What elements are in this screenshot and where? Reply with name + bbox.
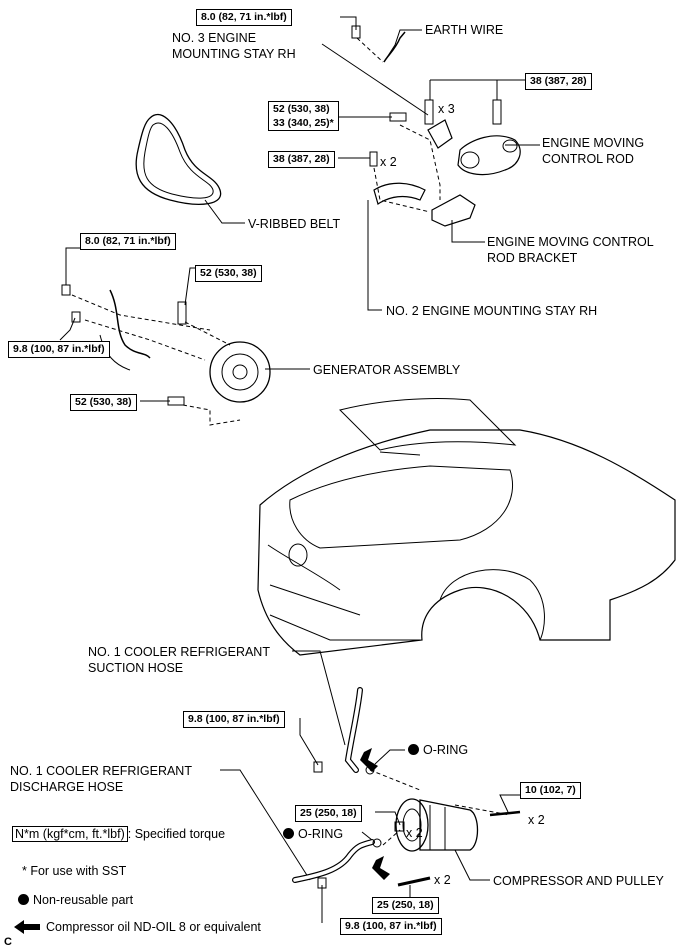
generator-shape: [209, 341, 271, 403]
legend-nonreusable-text: Non-reusable part: [33, 893, 134, 907]
label-no3-stay-2: MOUNTING STAY RH: [172, 47, 296, 61]
leader-earth-bolt: [340, 16, 357, 30]
dash-comp2: [382, 829, 401, 846]
label-emcrb-1: ENGINE MOVING CONTROL: [487, 235, 654, 249]
dash-stay1: [399, 124, 441, 200]
legend-sst: * For use with SST: [22, 864, 127, 878]
legend-oil: Compressor oil ND-OIL 8 or equivalent: [46, 920, 261, 934]
label-suction-1: NO. 1 COOLER REFRIGERANT: [88, 645, 270, 659]
label-emcrb-2: ROD BRACKET: [487, 251, 578, 265]
control-rod-shape: [457, 135, 521, 176]
torque-discharge-bolt: 9.8 (100, 87 in.*lbf): [340, 918, 442, 935]
label-emcr-2: CONTROL ROD: [542, 152, 634, 166]
legend-torque: N*m (kgf*cm, ft.*lbf): Specified torque: [12, 826, 226, 842]
label-suction-2: SUCTION HOSE: [88, 661, 184, 675]
dash-comp1: [369, 769, 421, 791]
legend-arrow-icon: [14, 920, 40, 934]
leader-vbelt: [204, 199, 245, 224]
v-ribbed-belt-shape: [135, 113, 222, 205]
earth-wire-shape: [383, 31, 406, 63]
torque-gen-lower: 52 (530, 38): [70, 394, 137, 411]
label-oring-bottom-text: O-RING: [298, 827, 344, 841]
dash-gen1: [71, 294, 211, 331]
label-emcr-1: ENGINE MOVING: [542, 136, 645, 150]
label-no2-stay: NO. 2 ENGINE MOUNTING STAY RH: [386, 304, 598, 318]
nonreusable-dot-icon: [283, 828, 294, 839]
legend-torque-desc: : Specified torque: [127, 827, 226, 841]
mult-nut: x 2: [406, 826, 423, 840]
legend-nonreusable: Non-reusable part: [18, 893, 133, 907]
label-discharge-2: DISCHARGE HOSE: [10, 780, 124, 794]
torque-gen-nut: 9.8 (100, 87 in.*lbf): [8, 341, 110, 358]
label-generator: GENERATOR ASSEMBLY: [313, 363, 461, 377]
label-no3-stay-1: NO. 3 ENGINE: [172, 31, 257, 45]
leader-comp-nut: [375, 811, 401, 826]
bracket-shape: [431, 194, 476, 227]
nonreusable-dot-icon: [408, 744, 419, 755]
label-oring-bottom: O-RING: [283, 826, 343, 842]
dash-earth: [356, 37, 384, 63]
leader-suction-bolt: [299, 718, 319, 766]
leader-comp-stud: [499, 794, 520, 813]
leader-compressor: [454, 849, 490, 881]
label-oring-top-text: O-RING: [423, 743, 469, 757]
dash-gen4: [182, 404, 241, 426]
torque-gen-upper: 52 (530, 38): [195, 265, 262, 282]
leader-mount-bolts: [496, 79, 525, 100]
leader-suction: [292, 650, 346, 746]
label-discharge-1: NO. 1 COOLER REFRIGERANT: [10, 764, 192, 778]
leader-oring-top: [374, 749, 405, 765]
torque-gen-small: 8.0 (82, 71 in.*lbf): [80, 233, 176, 250]
mult-mount: x 3: [438, 102, 455, 116]
car-body-shape: [257, 429, 676, 656]
label-compressor: COMPRESSOR AND PULLEY: [493, 874, 664, 888]
oil-arrow-bottom: [372, 856, 390, 880]
torque-no3-bolt-b: 33 (340, 25)*: [273, 117, 334, 129]
leader-no3-stay: [321, 43, 429, 116]
leader-gen-small: [65, 247, 80, 285]
stud-shape: [489, 810, 521, 817]
nonreusable-dot-icon: [18, 894, 29, 905]
leader-gen-nut: [59, 317, 76, 341]
torque-no2-bolts: 38 (387, 28): [268, 151, 335, 168]
dash-stay2: [373, 167, 431, 213]
label-earth-wire: EARTH WIRE: [425, 23, 504, 37]
legend-torque-unit: N*m (kgf*cm, ft.*lbf): [12, 826, 128, 842]
label-v-belt: V-RIBBED BELT: [248, 217, 341, 231]
leader-discharge: [220, 769, 311, 881]
leader-emcrb: [451, 220, 485, 243]
leader-oring-bottom: [361, 831, 373, 841]
compressor-body-shape: [419, 799, 479, 851]
torque-comp-nut: 25 (250, 18): [295, 805, 362, 822]
corner-mark: C: [4, 936, 12, 948]
torque-comp-bolt: 25 (250, 18): [372, 897, 439, 914]
torque-mount-bolts: 38 (387, 28): [525, 73, 592, 90]
long-bolt-shape: [397, 876, 431, 887]
leader-no2-stay: [367, 200, 382, 311]
mult-no2: x 2: [380, 155, 397, 169]
no2-stay-shape: [373, 182, 426, 205]
torque-earth-bolt: 8.0 (82, 71 in.*lbf): [196, 9, 292, 26]
mult-stud: x 2: [528, 813, 545, 827]
oil-arrow-top: [360, 748, 378, 772]
torque-comp-stud: 10 (102, 7): [520, 782, 581, 799]
label-oring-top: O-RING: [408, 742, 468, 758]
no3-stay-shape: [427, 119, 453, 149]
compressor-pulley-shape: [395, 798, 429, 852]
dash-gen2: [84, 319, 206, 361]
dash-comp3: [454, 804, 511, 816]
mult-bolt: x 2: [434, 873, 451, 887]
torque-suction-bolt: 9.8 (100, 87 in.*lbf): [183, 711, 285, 728]
dash-gen3: [184, 321, 231, 346]
torque-no3-bolt-a: 52 (530, 38): [273, 103, 330, 115]
torque-no3-bolt: 52 (530, 38) 33 (340, 25)*: [268, 101, 339, 131]
